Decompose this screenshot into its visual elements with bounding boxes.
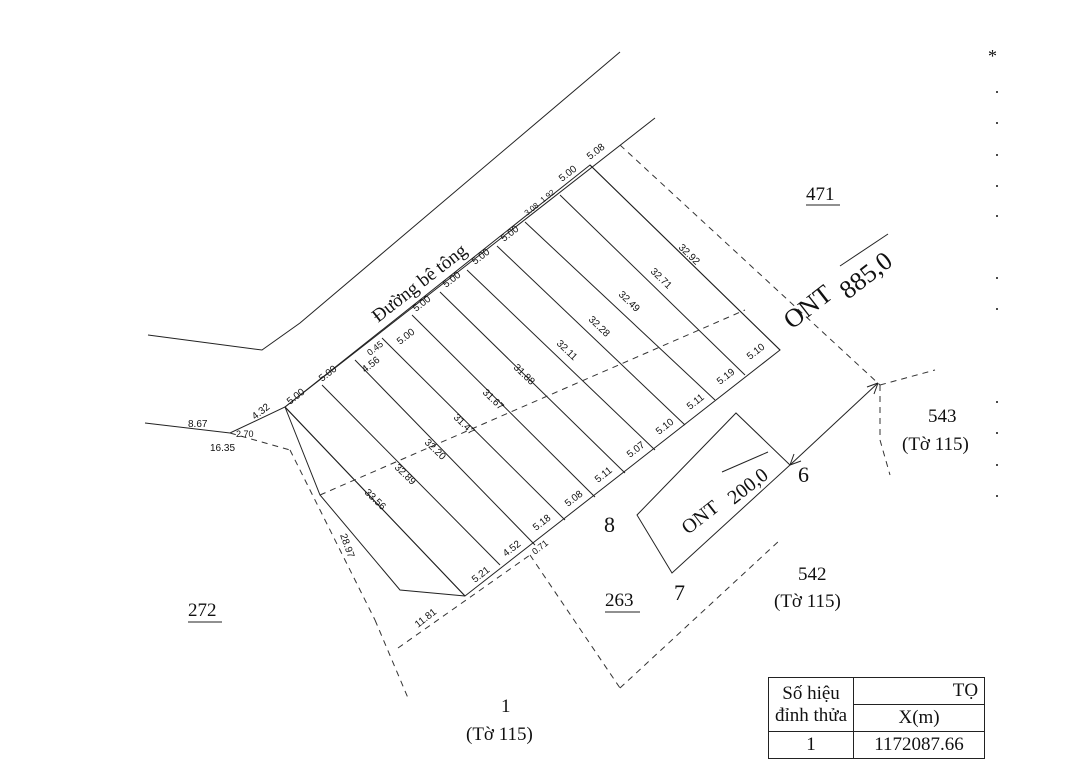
vertex-7: 7: [674, 580, 685, 605]
dim-second-2: 5.00: [395, 326, 417, 347]
dim-bottom-7: 5.08: [563, 488, 585, 509]
dim-length-2: 32.71: [648, 266, 674, 292]
table-row1-x: 1172087.66: [853, 731, 986, 759]
dim-top-5: 5.00: [499, 223, 521, 244]
dim-left-5: 11.81: [413, 606, 439, 630]
table-x-header: X(m): [853, 704, 986, 732]
dim-left-3: 16.35: [210, 443, 235, 454]
dim-bottom-6: 5.11: [593, 465, 615, 485]
dim-bottom-5: 5.07: [625, 439, 647, 460]
dim-bottom-2: 5.19: [715, 366, 737, 387]
dashed-bound-543: [879, 369, 936, 386]
dim-top-4: 3.08: [523, 201, 541, 218]
dim-length-11: 33.56: [362, 487, 388, 513]
parcel-272: 272: [188, 600, 217, 621]
dim-left-1: 8.67: [188, 419, 208, 430]
parcel-543: 543: [928, 406, 957, 427]
dim-length-6: 31.88: [511, 362, 537, 388]
dim-length-4: 32.28: [586, 314, 612, 340]
dim-length-5: 32.11: [554, 338, 579, 363]
parcel-543-sheet: (Tờ 115): [902, 434, 969, 455]
coordinate-table: Số hiệu đỉnh thửa TỌ X(m) 1 1172087.66: [768, 677, 1008, 763]
table-col-id-header: Số hiệu đỉnh thửa: [768, 677, 855, 732]
road-edge-upper: [147, 51, 621, 351]
table-row1-id: 1: [768, 731, 855, 759]
parcel-542-sheet: (Tờ 115): [774, 591, 841, 612]
dim-top-2: 5.00: [557, 163, 579, 184]
dashed-263-right: [619, 539, 781, 689]
dashed-bound-471: [619, 144, 881, 386]
parcel-263: 263: [605, 590, 634, 611]
dim-second-1: 4.56: [360, 354, 382, 375]
dim-left-2: 2.70: [236, 429, 254, 439]
main-plot-area: 885,0: [834, 246, 898, 305]
dim-top-12: 4.32: [250, 401, 272, 422]
dim-top-6: 5.00: [470, 246, 492, 267]
parcel-1: 1: [501, 696, 511, 717]
dashed-263-left: [529, 554, 621, 689]
parcel-1-sheet: (Tờ 115): [466, 724, 533, 745]
inner-plot-area: 200,0: [724, 464, 773, 509]
parcel-471: 471: [806, 184, 835, 205]
dim-top-11: 5.00: [285, 386, 307, 407]
vertex-6: 6: [798, 462, 809, 487]
parcel-542: 542: [798, 564, 827, 585]
dim-length-10: 32.89: [392, 462, 418, 488]
dim-length-1: 32.92: [676, 242, 702, 268]
lot-left-part: [284, 406, 466, 597]
dim-length-8: 31.47: [451, 412, 477, 438]
dashed-542: [879, 439, 891, 476]
table-col-coords-header: TỌ: [853, 677, 986, 705]
asterisk-mark: *: [988, 46, 997, 66]
road-edge-lower: [144, 117, 656, 434]
distance-arrow: [789, 382, 879, 466]
dashed-272b: [289, 449, 376, 621]
inner-area-overline: [721, 451, 769, 473]
main-area-overline: [839, 233, 889, 267]
dim-length-7: 31.67: [480, 387, 506, 413]
dim-bottom-1: 5.10: [745, 341, 767, 362]
margin-ticks: [996, 91, 998, 497]
main-plot-code: ONT: [778, 279, 838, 335]
dim-top-1: 5.08: [585, 141, 607, 162]
dashed-bottom: [397, 554, 531, 649]
dashed-272c: [374, 619, 409, 699]
subdivision-lines: [284, 164, 781, 597]
dim-bottom-8: 5.18: [531, 512, 553, 533]
vertex-8: 8: [604, 512, 615, 537]
dim-bottom-10: 5.21: [470, 564, 492, 585]
dashed-center-line: [319, 309, 746, 496]
dim-left-4: 28.97: [337, 532, 356, 560]
dim-bottom-9: 4.52: [501, 538, 523, 559]
dim-bottom-11: 0.71: [530, 538, 550, 557]
dim-bottom-4: 5.10: [654, 416, 676, 437]
